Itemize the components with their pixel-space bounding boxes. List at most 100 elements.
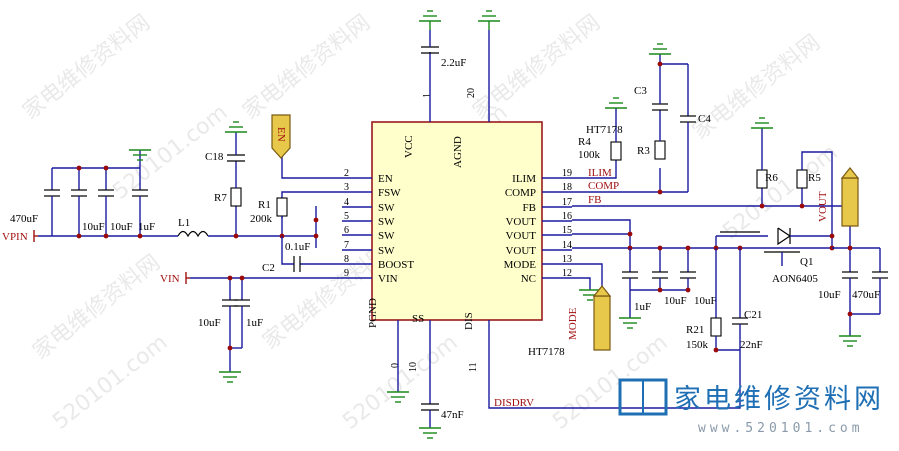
ground-symbol-comp	[649, 43, 671, 55]
r21-c21-network: R21 150k C21 22nF	[686, 248, 763, 353]
ic-vcc-label: VCC	[403, 135, 415, 158]
ic-right-pin-number: 17	[562, 197, 572, 208]
ss-cap-value: 47nF	[441, 409, 464, 421]
ic-left-pin-name: SW	[378, 216, 395, 228]
ic-right-pin-name: NC	[521, 273, 536, 285]
r4-part: HT7178	[586, 124, 623, 136]
input-cap-470uf: 470uF	[10, 213, 38, 225]
ilim-net-label: ILIM	[588, 167, 612, 179]
q1-ref: Q1	[800, 256, 813, 268]
r1-ref: R1	[258, 199, 271, 211]
vout-net-label: VOUT	[817, 191, 829, 222]
c3-ref: C3	[634, 85, 647, 97]
input-cap-1uf: 1uF	[138, 221, 155, 233]
fb-section: FB R6 R5	[572, 117, 850, 232]
ground-symbol-vcc	[419, 10, 441, 30]
vout-output-bank: VOUT 10uF 470uF	[817, 167, 888, 347]
vcc-decoupling: 2.2uF	[419, 10, 500, 122]
ic-left-pin-name: FSW	[378, 187, 401, 199]
ic-pgnd-label: PGND	[367, 298, 379, 328]
en-net-label: EN	[275, 127, 287, 142]
r6-ref: R6	[765, 172, 778, 184]
q1-pmos: Q1 AON6405	[713, 227, 850, 285]
ic-ht7178: VCC AGND PGND SS DIS 1 20 0 10 11 HT7178	[367, 88, 565, 372]
r4-value: 100k	[578, 149, 601, 161]
c18-ref: C18	[205, 151, 224, 163]
r21-value: 150k	[686, 339, 709, 351]
ic-pin-20: 20	[466, 88, 477, 98]
ic-left-pin-name: EN	[378, 173, 393, 185]
c21-value: 22nF	[740, 339, 763, 351]
ic-left-pin-number: 3	[344, 182, 349, 193]
vin-cap-10uf: 10uF	[198, 317, 221, 329]
ic-left-pin-number: 6	[344, 225, 349, 236]
vout-bus: 1uF 10uF 10uF	[572, 219, 717, 329]
brand-site: www.520101.com	[698, 421, 864, 436]
soft-start-section: 47nF DISDRV	[387, 320, 741, 439]
ground-symbol-output	[839, 335, 861, 347]
ic-right-pin-name: ILIM	[512, 173, 536, 185]
ic-dis-label: DIS	[463, 312, 475, 330]
ic-right-pin-number: 15	[562, 225, 572, 236]
ic-pin-10: 10	[408, 362, 419, 372]
ic-left-pin-number: 2	[344, 168, 349, 179]
vout-cap-10uf-b: 10uF	[694, 295, 717, 307]
ic-right-pin-name: MODE	[504, 259, 537, 271]
ground-symbol-pgnd	[387, 391, 409, 403]
ic-right-pin-name: FB	[523, 202, 536, 214]
r5-ref: R5	[808, 172, 821, 184]
q1-part: AON6405	[772, 273, 818, 285]
ground-symbol-vin	[219, 371, 241, 383]
ic-right-pin-number: 12	[562, 268, 572, 279]
ic-right-pin-number: 14	[562, 240, 572, 251]
vpin-net-label: VPIN	[2, 231, 28, 243]
vcc-cap-value: 2.2uF	[441, 57, 466, 69]
ic-left-pin-number: 9	[344, 268, 349, 279]
l1-inductor	[177, 230, 209, 238]
input-cap-10uf-a: 10uF	[82, 221, 105, 233]
ic-right-pins: 19ILIM18COMP17FB16VOUT15VOUT14VOUT13MODE…	[504, 168, 572, 285]
ic-pin-0: 0	[390, 363, 401, 368]
ic-right-pin-number: 16	[562, 211, 572, 222]
r1-fsw-resistor: R1 200k	[250, 191, 342, 225]
ic-right-pin-name: VOUT	[505, 216, 536, 228]
disdrv-net-label: DISDRV	[494, 397, 534, 409]
brand-watermark: 家电维修资料网 www.520101.com	[618, 378, 884, 436]
ic-pin-1: 1	[422, 93, 433, 98]
ic-part-label: HT7178	[528, 346, 565, 358]
c2-value: 0.1uF	[285, 241, 310, 253]
ground-symbol-input	[129, 149, 151, 161]
ic-pin-11: 11	[468, 362, 479, 372]
comp-net-label: COMP	[588, 180, 619, 192]
ic-right-pin-name: VOUT	[505, 245, 536, 257]
ic-body	[371, 121, 543, 321]
mode-section: MODE	[567, 263, 612, 351]
l1-ref: L1	[178, 217, 190, 229]
ic-left-pin-name: SW	[378, 230, 395, 242]
vin-bank: VIN 10uF 1uF	[160, 272, 342, 383]
vout-cap-1uf: 1uF	[634, 301, 651, 313]
c4-ref: C4	[698, 113, 711, 125]
ic-left-pin-number: 5	[344, 211, 349, 222]
vout-cap-10uf-a: 10uF	[664, 295, 687, 307]
mode-port	[593, 295, 611, 351]
ic-left-pin-number: 7	[344, 240, 349, 251]
r21-ref: R21	[686, 324, 704, 336]
ic-left-pin-number: 4	[344, 197, 349, 208]
ic-left-pin-name: BOOST	[378, 259, 414, 271]
c21-ref: C21	[744, 309, 762, 321]
ground-symbol-vout	[619, 317, 641, 329]
ic-right-pin-number: 19	[562, 168, 572, 179]
en-port	[271, 114, 291, 159]
brand-title: 家电维修资料网	[674, 384, 884, 415]
out-cap-10uf: 10uF	[818, 289, 841, 301]
ic-right-pin-name: VOUT	[505, 230, 536, 242]
ic-agnd-label: AGND	[452, 136, 464, 168]
ic-ss-label: SS	[412, 313, 424, 325]
ic-right-pin-number: 13	[562, 254, 572, 265]
r3-ref: R3	[637, 145, 650, 157]
ic-left-pin-name: SW	[378, 245, 395, 257]
ilim-section: HT7178 R4 100k ILIM	[572, 97, 627, 179]
